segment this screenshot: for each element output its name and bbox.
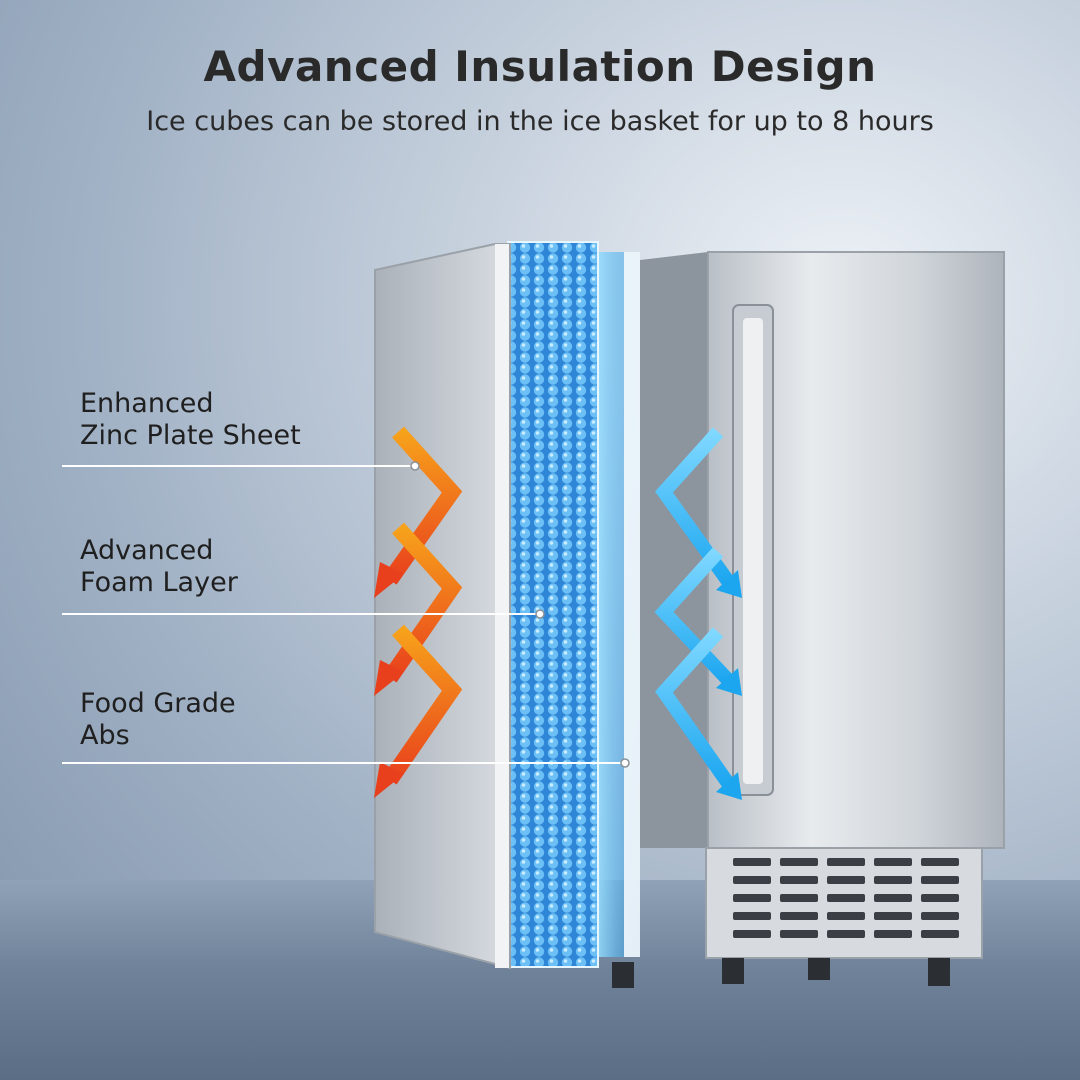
heat-arrow-icon	[374, 660, 404, 696]
foot	[722, 958, 744, 984]
leader-dot	[410, 461, 420, 471]
page-subtitle: Ice cubes can be stored in the ice baske…	[146, 106, 934, 137]
callout-line: Zinc Plate Sheet	[80, 420, 301, 451]
ventilation-grille	[705, 847, 983, 959]
cool-arrow-heads	[716, 570, 742, 800]
callout-abs: Food Grade Abs	[80, 688, 236, 752]
callout-line: Advanced	[80, 535, 214, 566]
callout-line: Foam Layer	[80, 567, 238, 598]
heat-arrow-icon	[374, 562, 404, 598]
callout-line: Enhanced	[80, 388, 214, 419]
door-handle-grip	[743, 318, 763, 784]
cool-arrow-icon	[716, 570, 742, 598]
zinc-plate-edge	[495, 244, 509, 968]
heat-arrow-heads	[374, 562, 404, 798]
foam-layer	[507, 241, 599, 968]
foot	[808, 958, 830, 980]
vent-slots	[733, 858, 959, 938]
cool-arrow-icon	[716, 668, 742, 696]
heat-arrow-icon	[383, 624, 463, 785]
heat-arrows	[383, 426, 463, 785]
callout-line: Food Grade	[80, 688, 236, 719]
foot	[612, 962, 634, 988]
leader-dots	[410, 461, 630, 768]
foot	[928, 958, 950, 986]
leader-lines	[62, 465, 622, 764]
callout-line: Abs	[80, 720, 130, 751]
cool-arrow-icon	[716, 772, 742, 800]
heat-arrow-icon	[374, 762, 404, 798]
callout-foam-layer: Advanced Foam Layer	[80, 535, 238, 599]
cool-arrow-icon	[654, 547, 736, 687]
leader-dot	[620, 758, 630, 768]
cool-arrows	[654, 427, 736, 791]
cabinet-side	[640, 252, 708, 848]
cool-arrow-icon	[655, 627, 736, 791]
abs-layer-edge	[624, 252, 640, 957]
page-title: Advanced Insulation Design	[203, 42, 877, 91]
leader-dot	[535, 609, 545, 619]
callout-zinc-plate: Enhanced Zinc Plate Sheet	[80, 388, 301, 452]
